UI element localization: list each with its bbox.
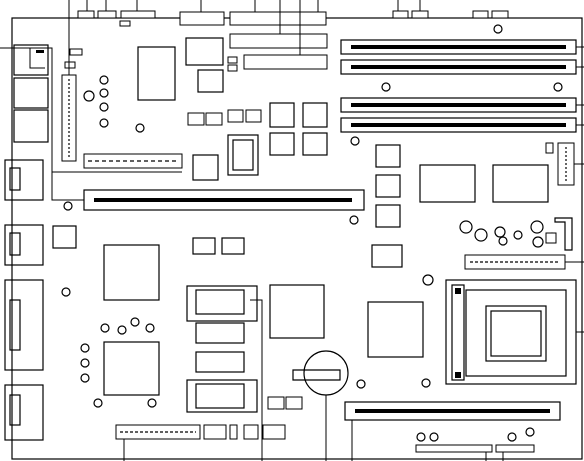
top-left-jumper-headers bbox=[77, 10, 327, 27]
ide-connectors bbox=[229, 33, 328, 70]
chips-center bbox=[192, 237, 424, 358]
connector-above-cpu bbox=[464, 254, 566, 270]
voltage-regulator bbox=[192, 134, 259, 181]
capacitors-left bbox=[83, 75, 145, 133]
dimm-mounting-holes bbox=[350, 82, 563, 146]
bios-chips bbox=[186, 285, 303, 413]
long-header-row bbox=[83, 153, 183, 169]
top-right-jumper-headers bbox=[392, 10, 509, 34]
bottom-headers bbox=[115, 424, 535, 453]
expansion-slot bbox=[63, 189, 365, 225]
right-side-headers bbox=[545, 142, 575, 186]
small-header-top-left bbox=[36, 48, 83, 69]
rear-io-connectors bbox=[4, 44, 49, 441]
chips-lower-left bbox=[52, 225, 160, 408]
cpu-socket bbox=[421, 274, 577, 388]
vertical-header-connector bbox=[61, 74, 77, 162]
bottom-expansion-slot bbox=[344, 401, 561, 421]
chips-upper-center bbox=[137, 37, 328, 156]
dimm-slots bbox=[340, 39, 577, 133]
board-outline bbox=[11, 17, 583, 460]
chips-right-center bbox=[371, 144, 549, 268]
capacitors-cpu-area bbox=[459, 217, 573, 251]
cmos-battery bbox=[292, 350, 366, 396]
